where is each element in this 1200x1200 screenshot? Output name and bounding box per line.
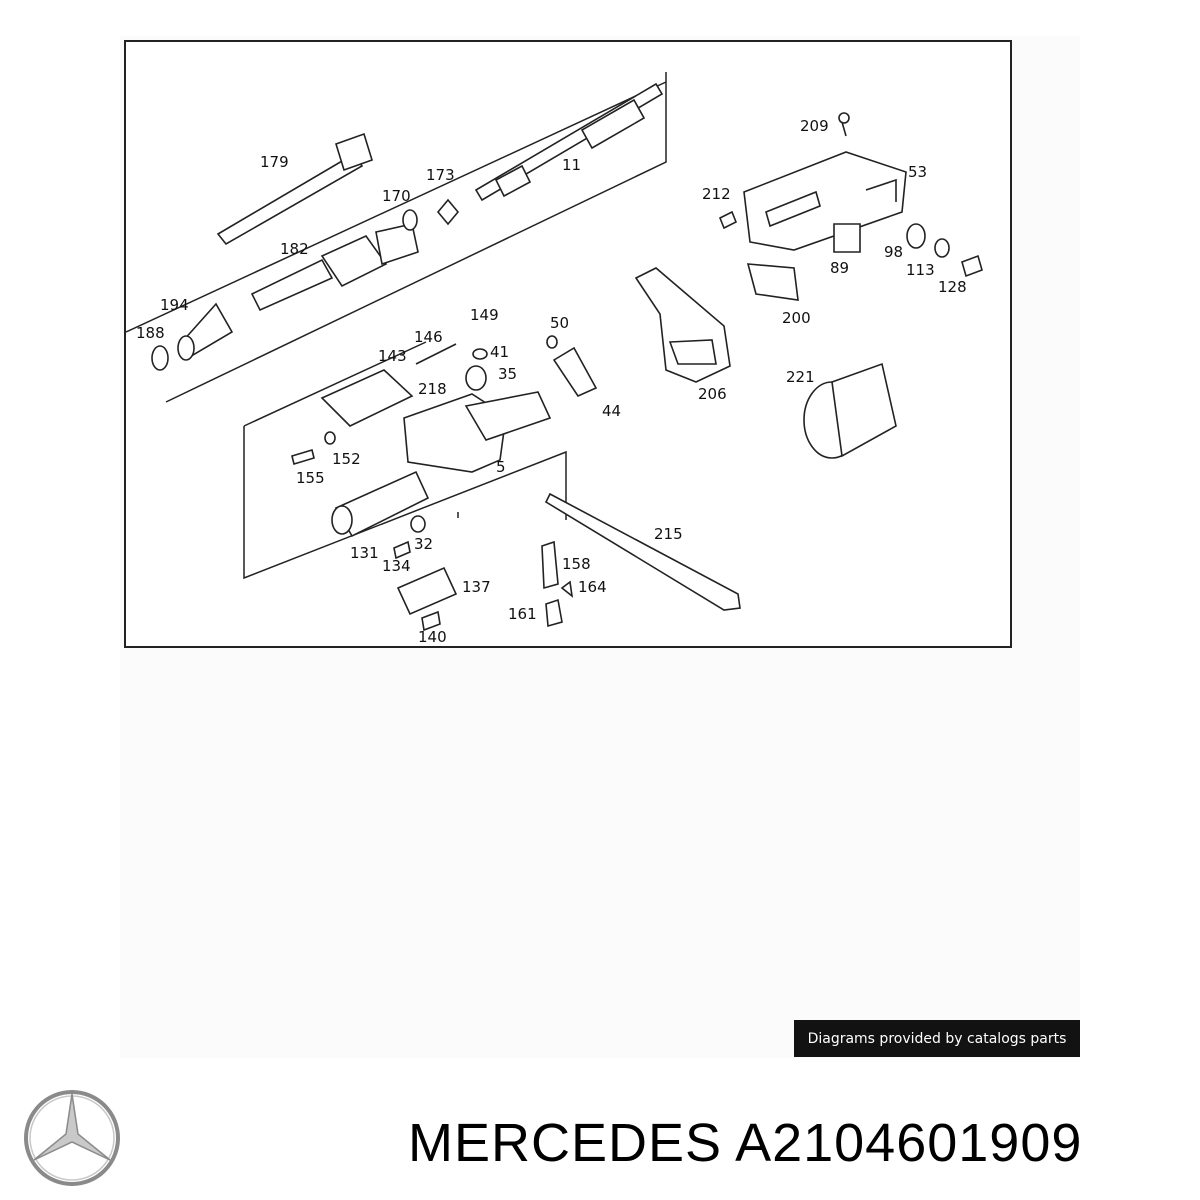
group-outline-lower bbox=[243, 426, 567, 580]
part-label: 5 bbox=[496, 458, 506, 476]
product-title: MERCEDES A2104601909 bbox=[408, 1113, 1083, 1173]
nut-170 bbox=[402, 209, 418, 231]
part-label: 161 bbox=[508, 605, 537, 623]
mercedes-star-icon bbox=[24, 1090, 120, 1186]
part-label: 35 bbox=[498, 365, 517, 383]
exploded-view: 179 11 173 170 182 194 188 146 149 143 4… bbox=[126, 72, 983, 646]
part-label: 188 bbox=[136, 324, 165, 342]
part-labels: 179 11 173 170 182 194 188 146 149 143 4… bbox=[136, 117, 967, 646]
lower-shaft bbox=[216, 132, 373, 246]
part-label: 53 bbox=[908, 163, 927, 181]
rubber-boot bbox=[177, 302, 234, 361]
part-label: 212 bbox=[702, 185, 731, 203]
part-label: 134 bbox=[382, 557, 411, 575]
clip-173 bbox=[436, 198, 460, 226]
small-parts bbox=[291, 335, 598, 632]
group-outline-lower-top bbox=[243, 341, 427, 427]
part-label: 41 bbox=[490, 343, 509, 361]
part-label: 32 bbox=[414, 535, 433, 553]
part-label: 158 bbox=[562, 555, 591, 573]
part-label: 215 bbox=[654, 525, 683, 543]
part-label: 170 bbox=[382, 187, 411, 205]
part-label: 140 bbox=[418, 628, 447, 646]
diagram-credit-badge: Diagrams provided by catalogs parts bbox=[794, 1020, 1080, 1057]
part-label: 131 bbox=[350, 544, 379, 562]
group-outline-upper-right bbox=[165, 72, 667, 403]
part-label: 221 bbox=[786, 368, 815, 386]
part-label: 179 bbox=[260, 153, 289, 171]
upper-shaft bbox=[474, 82, 664, 202]
part-label: 11 bbox=[562, 156, 581, 174]
part-label: 155 bbox=[296, 469, 325, 487]
bellows-shaft bbox=[250, 223, 419, 312]
sleeve-221 bbox=[803, 362, 897, 459]
parts-diagram: 179 11 173 170 182 194 188 146 149 143 4… bbox=[124, 40, 1012, 648]
part-label: 143 bbox=[378, 347, 407, 365]
part-label: 164 bbox=[578, 578, 607, 596]
part-label: 89 bbox=[830, 259, 849, 277]
bracket-53 bbox=[743, 151, 907, 251]
part-label: 206 bbox=[698, 385, 727, 403]
part-label: 194 bbox=[160, 296, 189, 314]
part-label: 128 bbox=[938, 278, 967, 296]
ring-188 bbox=[151, 345, 169, 371]
part-label: 152 bbox=[332, 450, 361, 468]
bracket-bar-215 bbox=[544, 492, 741, 611]
part-label: 173 bbox=[426, 166, 455, 184]
group-outline-upper bbox=[126, 81, 667, 333]
part-label: 113 bbox=[906, 261, 935, 279]
part-label: 137 bbox=[462, 578, 491, 596]
part-label: 209 bbox=[800, 117, 829, 135]
part-label: 182 bbox=[280, 240, 309, 258]
part-label: 149 bbox=[470, 306, 499, 324]
part-label: 200 bbox=[782, 309, 811, 327]
part-label: 44 bbox=[602, 402, 621, 420]
part-label: 98 bbox=[884, 243, 903, 261]
small-parts-right bbox=[718, 112, 983, 301]
steering-lock-housing bbox=[320, 369, 552, 538]
part-label: 50 bbox=[550, 314, 569, 332]
part-label: 218 bbox=[418, 380, 447, 398]
part-label: 146 bbox=[414, 328, 443, 346]
cover-206 bbox=[634, 267, 731, 383]
